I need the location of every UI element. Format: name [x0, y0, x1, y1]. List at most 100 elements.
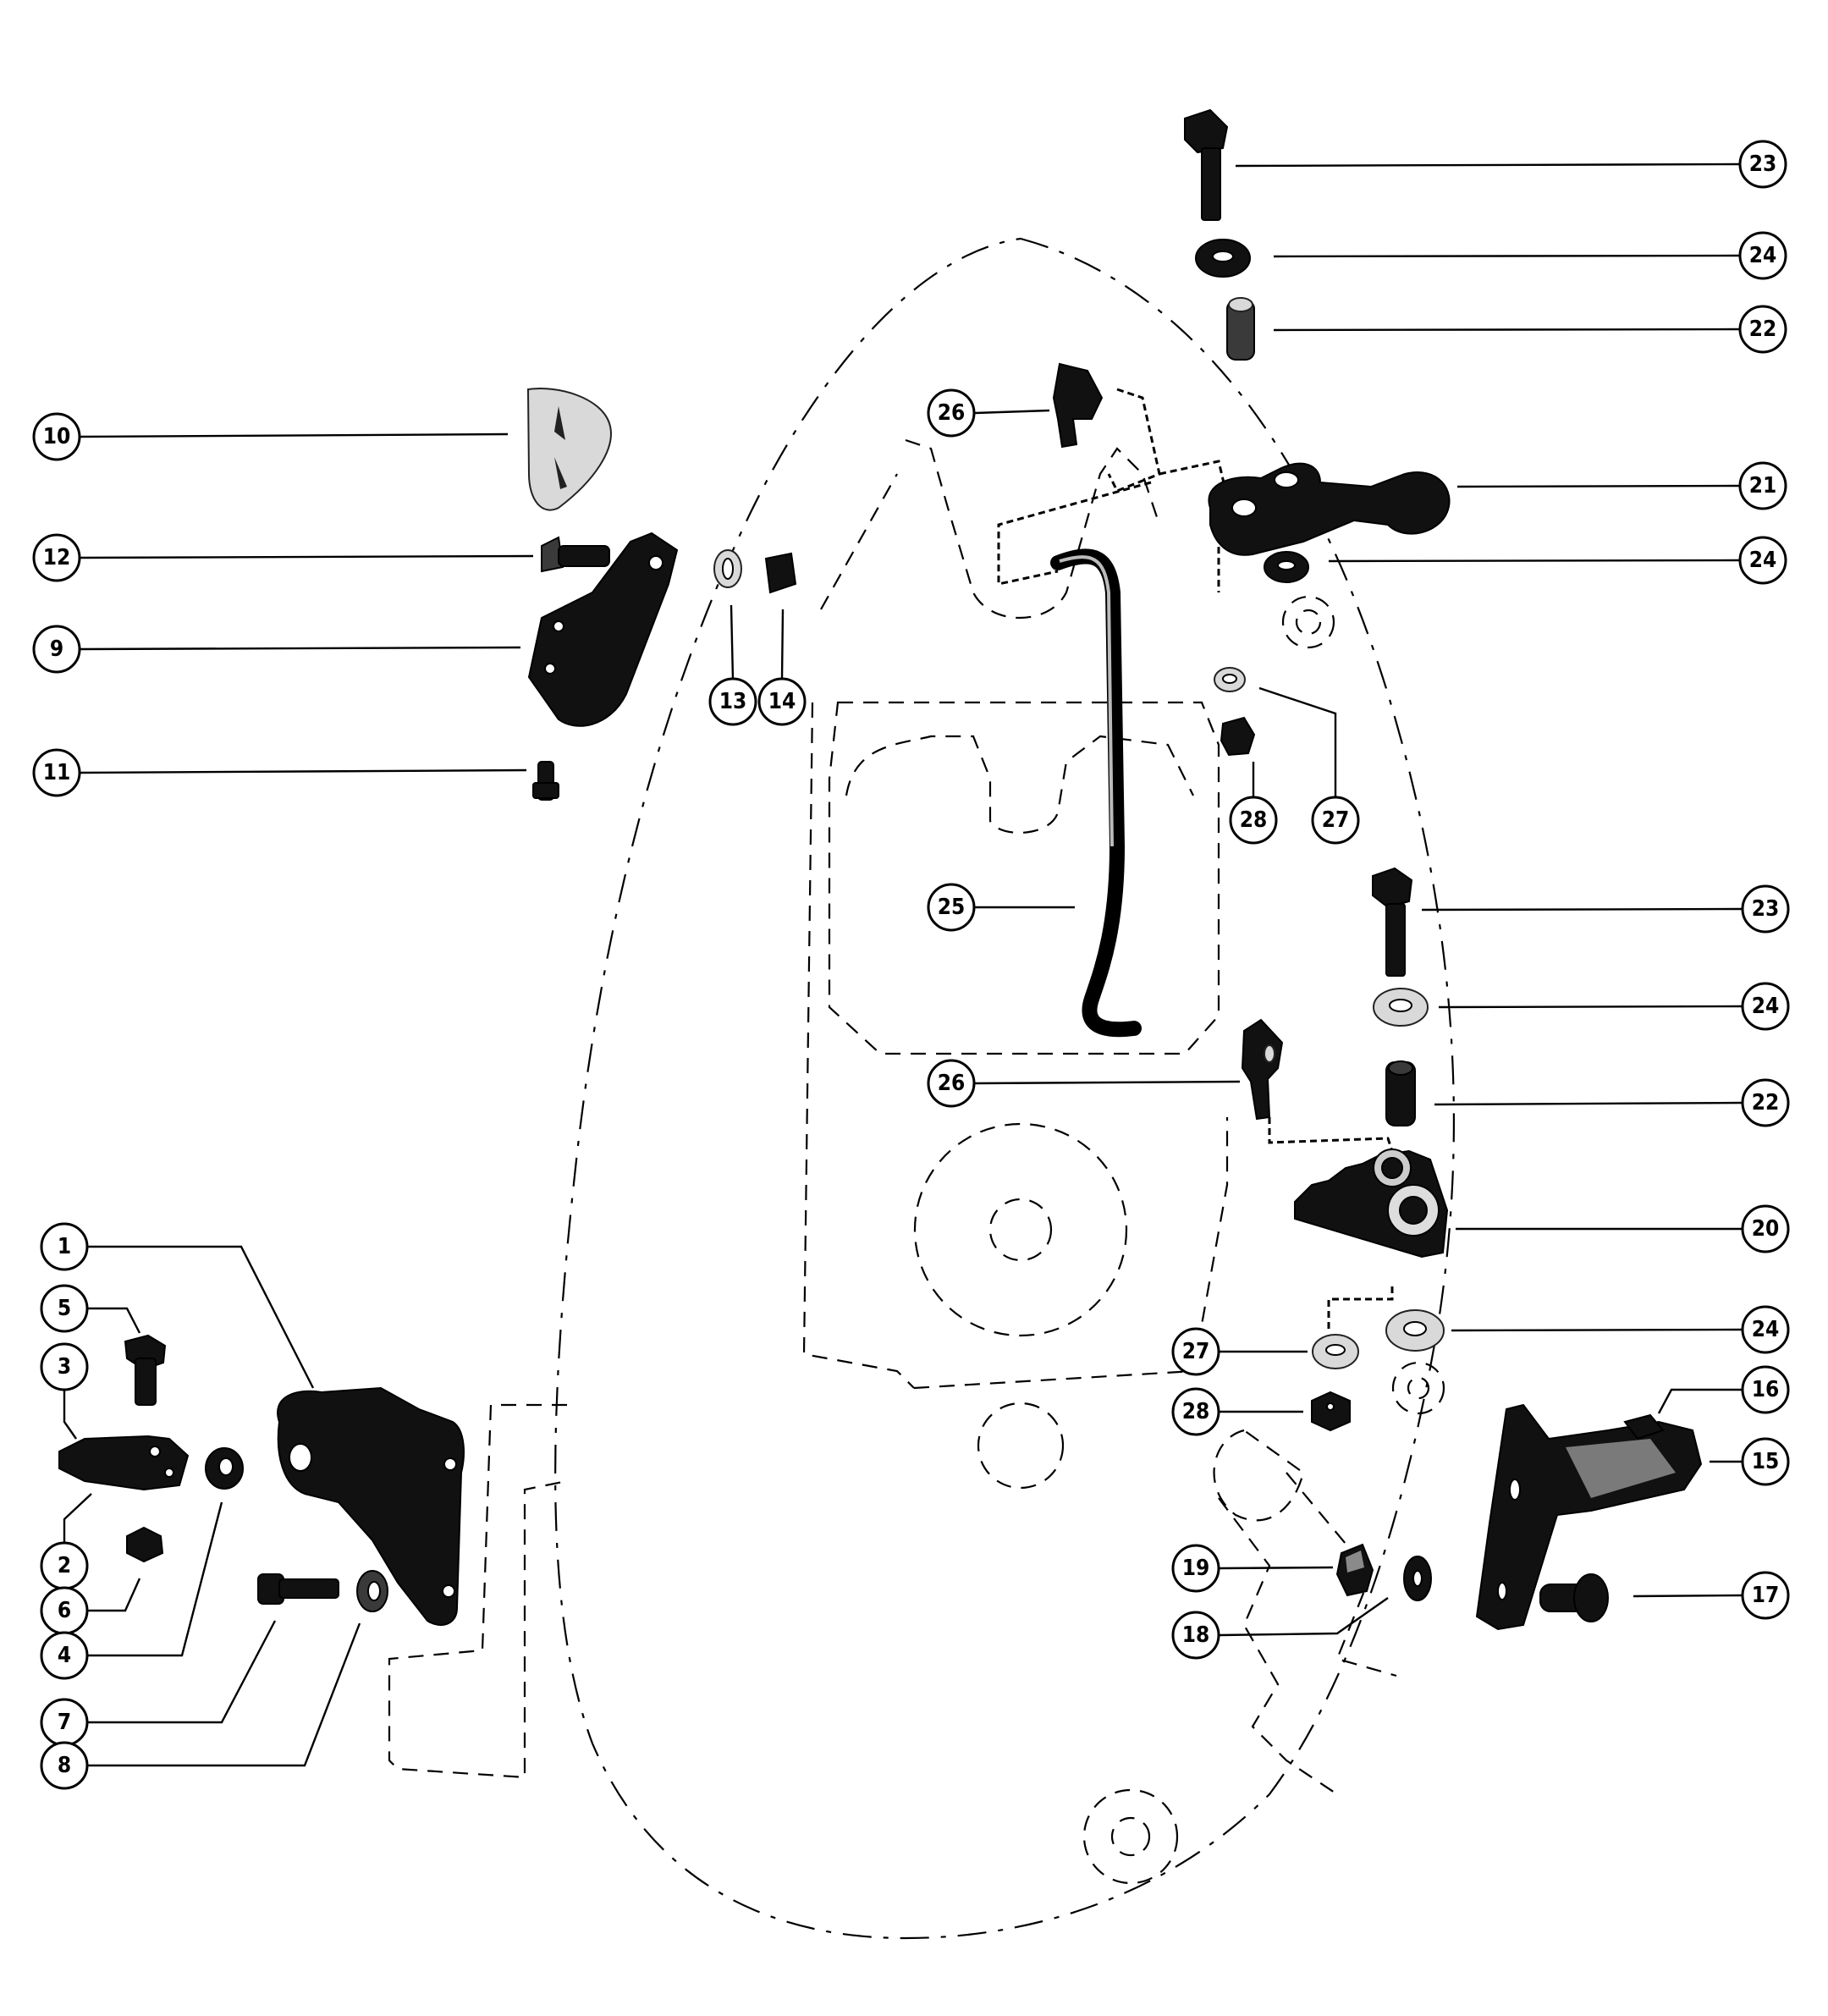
- leader-lines: [63, 162, 1743, 1767]
- callout-label: 20: [1752, 1216, 1780, 1242]
- callout-10[interactable]: 10: [32, 412, 81, 461]
- part-nut-19: [1335, 1543, 1374, 1597]
- callout-27b[interactable]: 27: [1171, 1327, 1220, 1376]
- callout-12[interactable]: 12: [32, 533, 81, 582]
- callout-24d[interactable]: 24: [1741, 1305, 1790, 1354]
- callout-6[interactable]: 6: [40, 1586, 89, 1635]
- callout-24c[interactable]: 24: [1741, 982, 1790, 1031]
- callout-5[interactable]: 5: [40, 1284, 89, 1333]
- callout-label: 8: [58, 1753, 71, 1778]
- callout-7[interactable]: 7: [40, 1698, 89, 1747]
- part-washer-13: [713, 549, 742, 588]
- part-bolt-23b: [1372, 867, 1413, 977]
- callout-17[interactable]: 17: [1741, 1571, 1790, 1620]
- callout-22a[interactable]: 22: [1738, 305, 1787, 354]
- callout-1[interactable]: 1: [40, 1222, 89, 1271]
- part-connector-26b: [1241, 1018, 1284, 1121]
- part-spacer-22a: [1226, 297, 1255, 361]
- part-bracket-1: [277, 1386, 465, 1626]
- part-lockwasher-8: [356, 1570, 388, 1612]
- callout-4[interactable]: 4: [40, 1631, 89, 1680]
- callout-label: 22: [1752, 1090, 1780, 1115]
- callout-19[interactable]: 19: [1171, 1544, 1220, 1593]
- part-washer-27b: [1312, 1334, 1359, 1369]
- callout-label: 28: [1182, 1399, 1210, 1424]
- callout-20[interactable]: 20: [1741, 1204, 1790, 1253]
- part-nut-28b: [1311, 1391, 1351, 1432]
- callout-label: 24: [1749, 548, 1777, 573]
- callout-label: 25: [938, 895, 966, 920]
- callout-26b[interactable]: 26: [927, 1059, 976, 1108]
- callout-label: 23: [1752, 896, 1780, 922]
- callout-label: 27: [1182, 1339, 1210, 1364]
- callout-label: 24: [1749, 243, 1777, 268]
- callout-label: 27: [1322, 807, 1350, 833]
- part-connector-26a: [1052, 362, 1104, 449]
- part-bolt-23a: [1184, 108, 1229, 221]
- callout-label: 4: [58, 1643, 71, 1668]
- callout-23b[interactable]: 23: [1741, 884, 1790, 934]
- part-washer-4: [205, 1447, 244, 1490]
- part-bolt-17: [1539, 1573, 1609, 1622]
- part-screw-12: [541, 536, 610, 573]
- part-washer-24b: [1264, 551, 1309, 583]
- part-link-rod: [1050, 548, 1142, 1038]
- callout-label: 9: [50, 636, 63, 662]
- callout-label: 7: [58, 1710, 71, 1735]
- callout-label: 22: [1749, 317, 1777, 342]
- part-knob: [526, 388, 612, 511]
- callout-22b[interactable]: 22: [1741, 1078, 1790, 1127]
- callout-25[interactable]: 25: [927, 883, 976, 932]
- callout-28a[interactable]: 28: [1229, 796, 1278, 845]
- callout-label: 1: [58, 1234, 71, 1259]
- part-washer-24d: [1385, 1309, 1445, 1352]
- callout-28b[interactable]: 28: [1171, 1387, 1220, 1436]
- callout-26a[interactable]: 26: [927, 388, 976, 438]
- callout-3[interactable]: 3: [40, 1342, 89, 1391]
- callout-11[interactable]: 11: [32, 748, 81, 797]
- callout-label: 26: [938, 1071, 966, 1096]
- callout-24a[interactable]: 24: [1738, 231, 1787, 280]
- callout-21[interactable]: 21: [1738, 461, 1787, 510]
- callout-23a[interactable]: 23: [1738, 140, 1787, 189]
- callout-label: 13: [719, 689, 747, 714]
- callout-label: 14: [768, 689, 796, 714]
- housing-outline: [388, 237, 1455, 1940]
- part-nut-14: [764, 552, 797, 594]
- callout-label: 19: [1182, 1556, 1210, 1581]
- callout-8[interactable]: 8: [40, 1741, 89, 1790]
- callout-2[interactable]: 2: [40, 1541, 89, 1590]
- part-clevis-3: [58, 1435, 190, 1491]
- callout-label: 2: [58, 1553, 71, 1578]
- callout-label: 6: [58, 1598, 71, 1623]
- part-washer-27a: [1214, 667, 1246, 692]
- callout-label: 17: [1752, 1583, 1780, 1608]
- callout-16[interactable]: 16: [1741, 1365, 1790, 1414]
- callout-label: 5: [58, 1296, 71, 1321]
- callout-9[interactable]: 9: [32, 625, 81, 674]
- part-bracket-15: [1475, 1403, 1703, 1631]
- part-cam-block: [1294, 1148, 1449, 1259]
- callout-label: 24: [1752, 1317, 1780, 1342]
- callout-15[interactable]: 15: [1741, 1437, 1790, 1486]
- part-screw-5: [124, 1334, 167, 1406]
- callout-label: 23: [1749, 151, 1777, 177]
- callout-24b[interactable]: 24: [1738, 536, 1787, 585]
- part-lever-arm: [1208, 462, 1451, 556]
- callout-label: 16: [1752, 1377, 1780, 1402]
- part-screw-7: [257, 1573, 339, 1605]
- callout-label: 28: [1240, 807, 1268, 833]
- callout-label: 21: [1749, 473, 1777, 498]
- part-lockwasher-18: [1403, 1556, 1432, 1601]
- part-washer-24c: [1373, 988, 1429, 1027]
- callout-label: 3: [58, 1354, 71, 1380]
- callout-14[interactable]: 14: [757, 677, 807, 726]
- callout-13[interactable]: 13: [708, 677, 757, 726]
- callout-label: 15: [1752, 1449, 1780, 1474]
- part-spacer-22b: [1385, 1060, 1416, 1126]
- part-nut-28a: [1220, 716, 1256, 757]
- callout-27a[interactable]: 27: [1311, 796, 1360, 845]
- callout-18[interactable]: 18: [1171, 1611, 1220, 1660]
- part-washer-24a: [1195, 239, 1251, 278]
